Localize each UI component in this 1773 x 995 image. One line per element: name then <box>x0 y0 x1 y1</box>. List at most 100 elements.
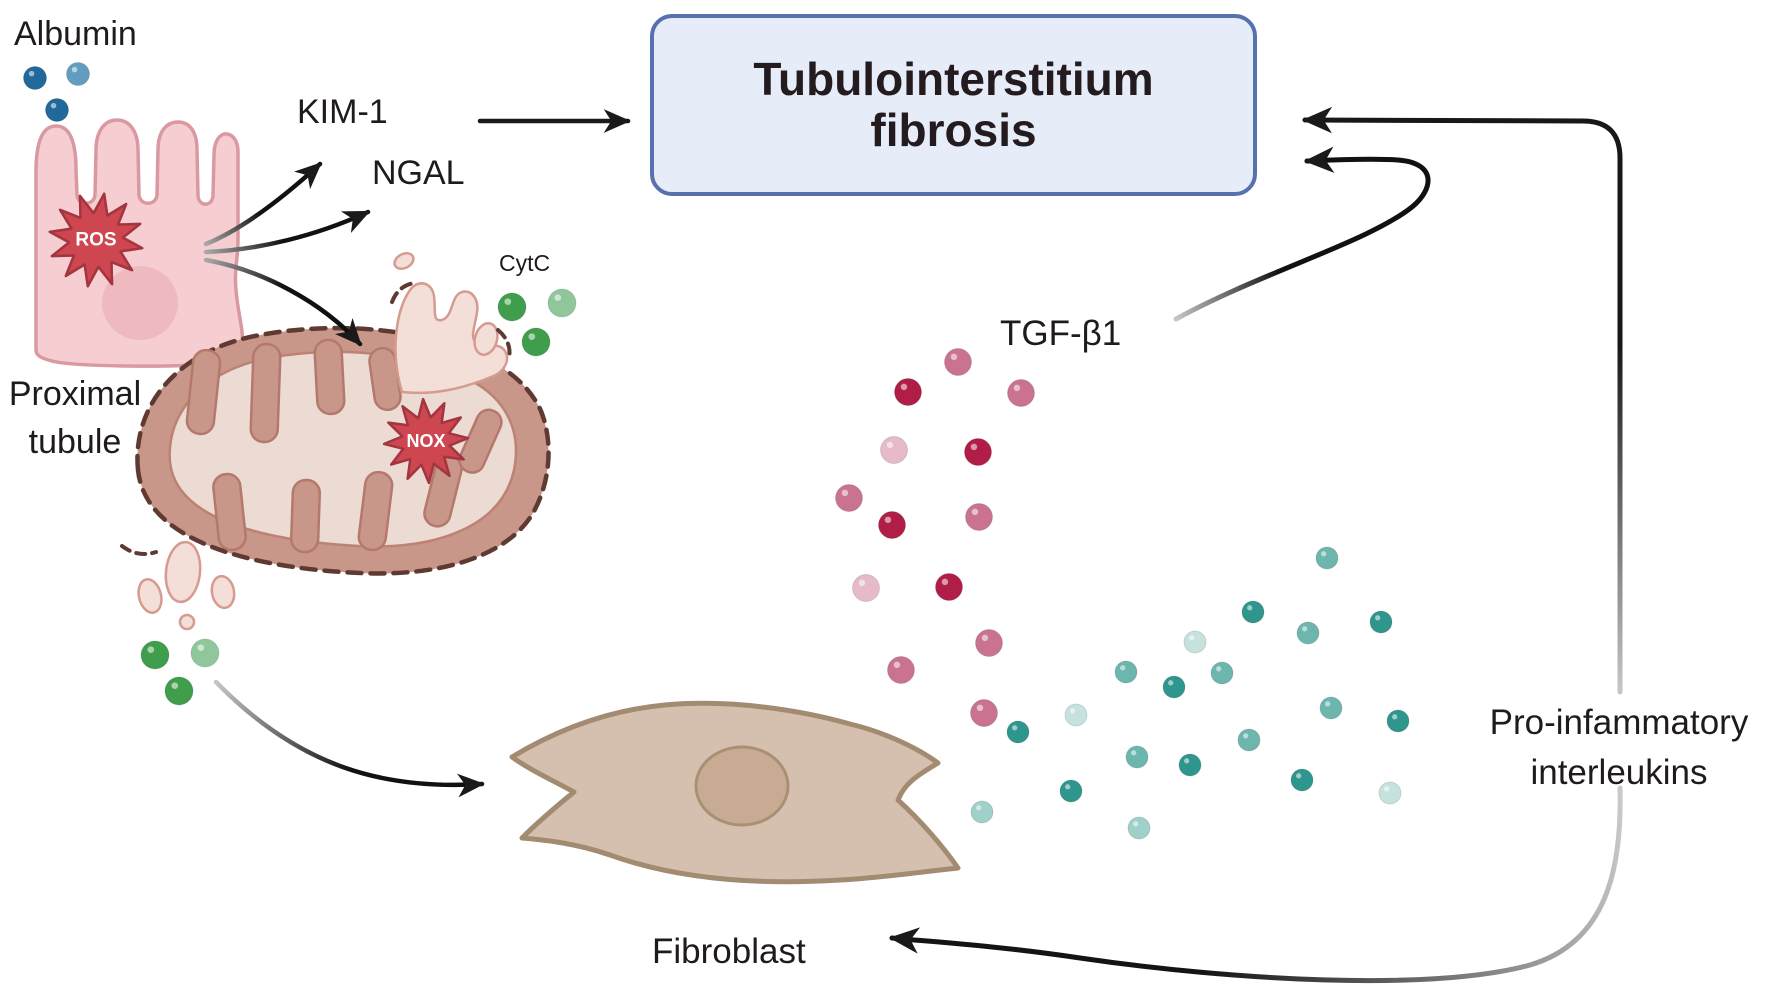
pro-inflammatory-label-line1: Pro-infammatory <box>1489 703 1749 742</box>
fibroblast-nucleus <box>694 745 790 827</box>
proximal-tubule-label-line2: tubule <box>28 423 122 461</box>
proximal-tubule-label: Proximal tubule <box>0 370 150 466</box>
molecule-highlight <box>981 634 989 642</box>
kim1-label: KIM-1 <box>297 93 388 131</box>
molecule-dot <box>1241 600 1265 624</box>
ros-star-label: ROS <box>75 230 116 251</box>
molecule-dot <box>1006 720 1030 744</box>
mitochondrion-cristae <box>185 338 503 554</box>
albumin-label: Albumin <box>14 15 137 53</box>
molecule-dot <box>1237 728 1261 752</box>
molecule-dot <box>497 292 527 322</box>
molecule-highlight <box>197 644 205 652</box>
molecule-highlight <box>528 333 536 341</box>
molecule-dot <box>944 348 972 376</box>
molecule-highlight <box>1296 773 1302 779</box>
fibrosis-box-title-line1: Tubulointerstitium <box>753 53 1154 105</box>
tgf-b1-label: TGF-β1 <box>1000 314 1122 353</box>
pro-inflammatory-interleukins-label: Pro-infammatory interleukins <box>1454 698 1773 798</box>
arrow-cell-to-ngal <box>203 209 371 255</box>
molecule-highlight <box>1325 701 1331 707</box>
molecule-dot <box>521 327 551 357</box>
molecule-dot <box>880 436 908 464</box>
molecule-highlight <box>1189 635 1195 641</box>
molecule-highlight <box>858 579 866 587</box>
splash-droplet <box>210 574 236 610</box>
molecule-dot <box>1296 621 1320 645</box>
molecule-highlight <box>970 443 978 451</box>
arrow-interleukins-to-box <box>1302 106 1623 695</box>
molecule-highlight <box>171 682 179 690</box>
crista <box>212 472 247 552</box>
molecule-dot <box>935 573 963 601</box>
molecule-dot <box>1378 781 1402 805</box>
proximal-tubule-label-line1: Proximal <box>8 375 142 413</box>
molecule-highlight <box>1012 725 1018 731</box>
molecule-dot <box>1183 630 1207 654</box>
molecule-dot <box>1125 745 1149 769</box>
molecule-dot <box>1178 753 1202 777</box>
membrane-fragment <box>496 328 512 360</box>
molecule-dot <box>975 629 1003 657</box>
molecule-highlight <box>1384 786 1390 792</box>
molecule-dot <box>852 574 880 602</box>
molecule-dot <box>190 638 220 668</box>
mitochondrion <box>120 251 551 631</box>
cytc-molecules <box>497 288 577 357</box>
molecule-highlight <box>1070 708 1076 714</box>
arrows <box>203 106 1623 984</box>
nox-star: NOX <box>382 397 470 485</box>
molecule-highlight <box>884 516 892 524</box>
molecule-highlight <box>976 704 984 712</box>
molecule-dot <box>547 288 577 318</box>
molecule-highlight <box>1302 626 1308 632</box>
molecule-dot <box>164 676 194 706</box>
molecule-dot <box>970 699 998 727</box>
splash-droplet <box>137 578 163 614</box>
molecule-dot <box>1059 779 1083 803</box>
molecule-dot <box>878 511 906 539</box>
molecule-dot <box>66 62 90 86</box>
molecule-dot <box>140 640 170 670</box>
arrow-interleukins-to-fibroblast <box>889 785 1623 984</box>
pro-inflammatory-label-line2: interleukins <box>1530 753 1708 792</box>
molecule-highlight <box>1133 821 1139 827</box>
molecule-dot <box>1127 816 1151 840</box>
fibrosis-box-title-line2: fibrosis <box>870 104 1037 156</box>
nox-star-label: NOX <box>406 431 445 451</box>
membrane-fragment <box>120 544 158 556</box>
molecule-highlight <box>504 298 512 306</box>
splash-blob <box>394 282 509 395</box>
bottom-leak-splash <box>120 540 236 631</box>
molecule-dot <box>1064 703 1088 727</box>
molecule-highlight <box>971 508 979 516</box>
molecule-highlight <box>147 646 155 654</box>
molecule-highlight <box>950 353 958 361</box>
molecule-dot <box>1386 709 1410 733</box>
molecule-dot <box>1210 661 1234 685</box>
membrane-fragment <box>390 281 416 304</box>
molecule-highlight <box>1065 784 1071 790</box>
molecule-highlight <box>1243 733 1249 739</box>
molecule-highlight <box>1168 680 1174 686</box>
molecule-dot <box>894 378 922 406</box>
released-cytc-molecules <box>140 638 220 706</box>
molecule-highlight <box>1131 750 1137 756</box>
splash-droplet <box>393 251 415 271</box>
tgf-b1-molecules <box>835 348 1035 727</box>
proximal-tubule-nucleus <box>102 266 178 340</box>
arrow-cell-to-mitochondrion <box>203 257 363 347</box>
crista <box>289 478 322 554</box>
molecule-dot <box>964 438 992 466</box>
interleukin-molecules <box>970 546 1410 840</box>
crista <box>249 342 282 444</box>
molecule-highlight <box>886 441 894 449</box>
crista <box>357 470 394 552</box>
molecule-dot <box>965 503 993 531</box>
splash-droplet <box>178 613 196 631</box>
molecule-dot <box>887 656 915 684</box>
arrow-cell-to-kim1 <box>203 161 323 247</box>
molecule-dot <box>1290 768 1314 792</box>
